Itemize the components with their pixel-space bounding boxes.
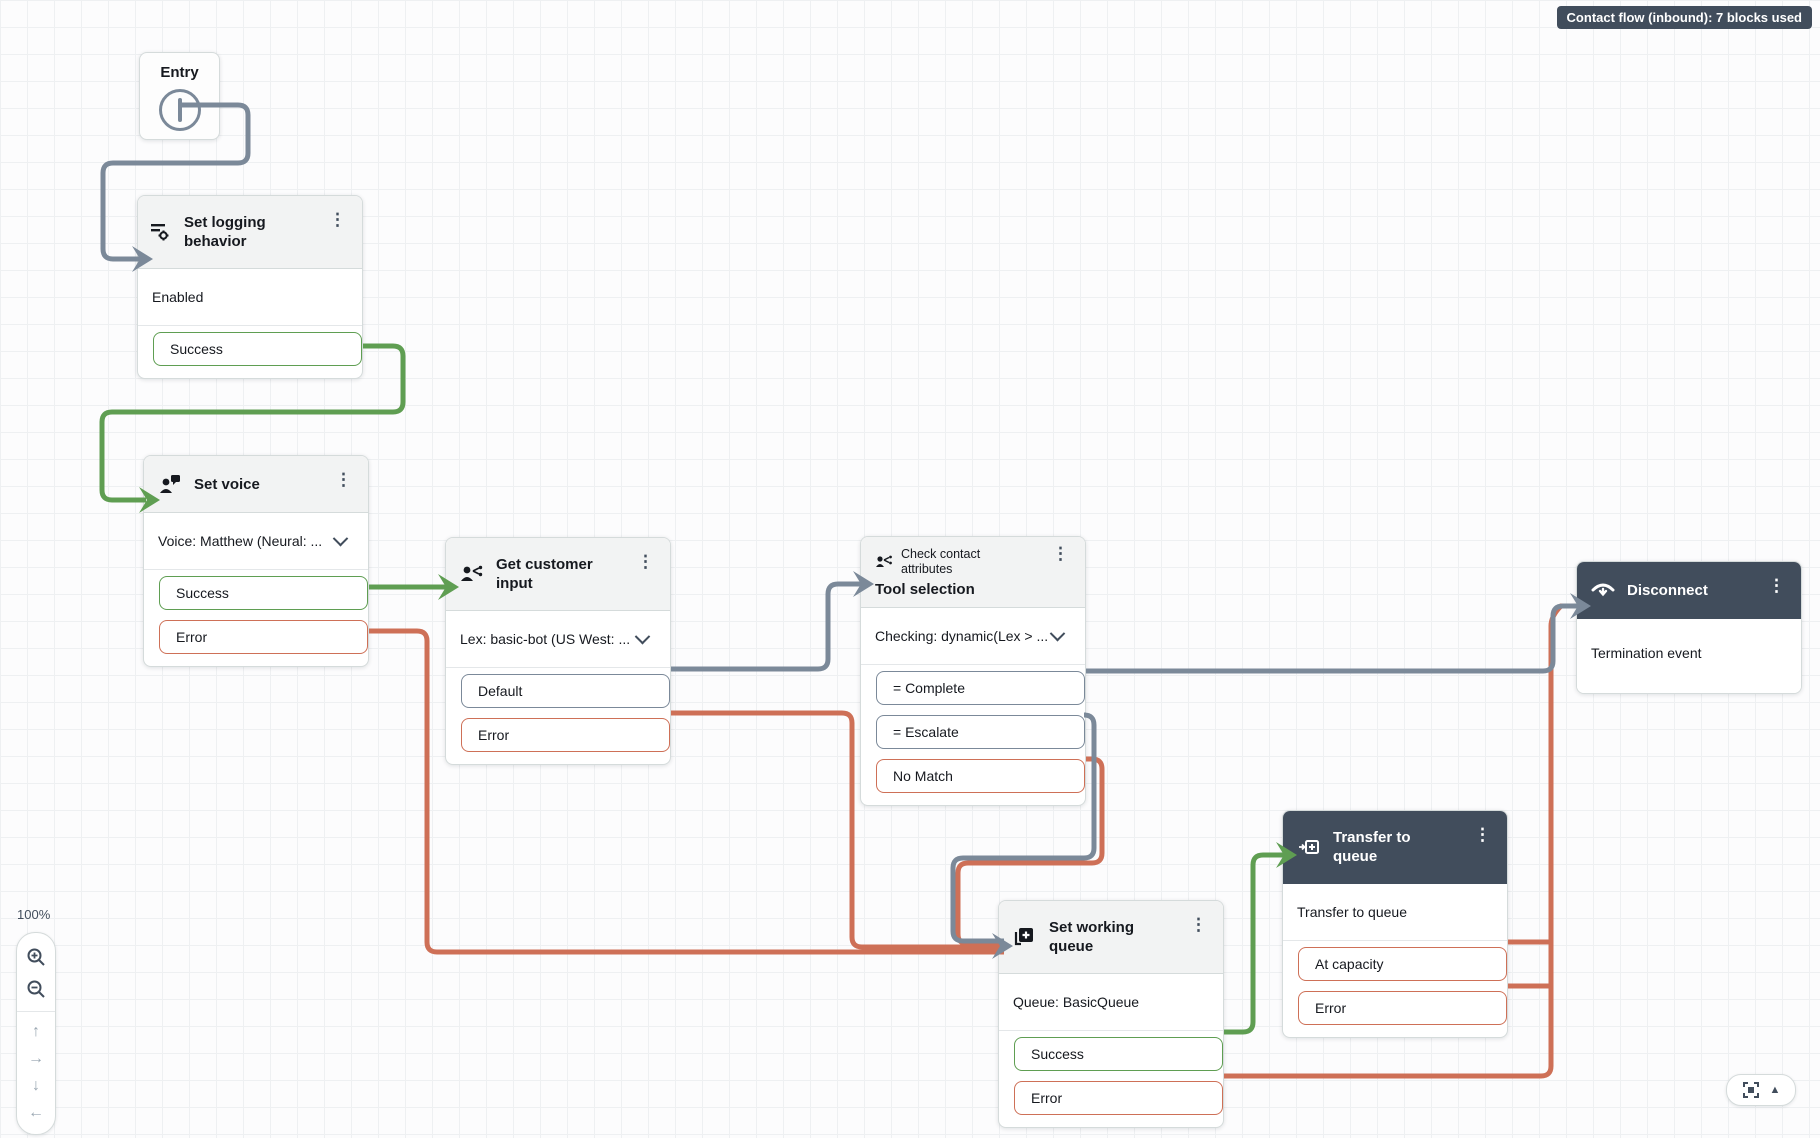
port-success[interactable]: Success	[1014, 1037, 1223, 1071]
port-label: Success	[176, 585, 229, 601]
port-label: Success	[1031, 1046, 1084, 1062]
port-at-capacity[interactable]: At capacity	[1298, 947, 1507, 981]
port-escalate[interactable]: = Escalate	[876, 715, 1085, 749]
set-logging-behavior-icon	[148, 221, 172, 243]
port-error[interactable]: Error	[159, 620, 368, 654]
port-label: Default	[478, 683, 523, 699]
port-label: = Escalate	[893, 724, 959, 740]
canvas-controls: ↑ → ↓ ←	[16, 932, 56, 1135]
port-no-match[interactable]: No Match	[876, 759, 1085, 793]
node-disconnect[interactable]: Disconnect ⋮ Termination event	[1576, 561, 1802, 694]
voice-selector-value: Voice: Matthew (Neural: ...	[158, 533, 323, 549]
port-label: Error	[1315, 1000, 1347, 1016]
lex-bot-selector[interactable]: Lex: basic-bot (US West: ...	[446, 611, 670, 668]
node-title: Set logging behavior	[184, 214, 266, 250]
chevron-down-icon	[634, 628, 651, 644]
node-title: Disconnect	[1627, 581, 1708, 599]
get-customer-input-icon	[460, 563, 484, 585]
zoom-in-button[interactable]	[17, 941, 55, 973]
controls-divider	[17, 1011, 55, 1012]
voice-selector[interactable]: Voice: Matthew (Neural: ...	[144, 513, 368, 570]
check-contact-attributes-icon	[875, 554, 893, 570]
port-success[interactable]: Success	[159, 576, 368, 610]
attribute-selector-value: Checking: dynamic(Lex > ...	[875, 628, 1049, 644]
node-set-voice[interactable]: Set voice ⋮ Voice: Matthew (Neural: ... …	[143, 455, 369, 667]
port-label: Error	[1031, 1090, 1063, 1106]
port-label: No Match	[893, 768, 953, 784]
pan-down-button[interactable]: ↓	[17, 1072, 55, 1099]
port-label: Error	[478, 727, 510, 743]
fit-to-screen-button[interactable]	[1742, 1081, 1760, 1099]
pan-right-button[interactable]: →	[17, 1045, 55, 1072]
port-complete[interactable]: = Complete	[876, 671, 1085, 705]
termination-event-text: Termination event	[1577, 619, 1801, 693]
node-title: Tool selection	[875, 581, 975, 598]
disconnect-icon	[1591, 579, 1615, 601]
node-title: Get customer input	[496, 556, 593, 592]
node-title: Set voice	[194, 475, 260, 493]
logging-status-text: Enabled	[138, 269, 362, 326]
queue-name-text: Queue: BasicQueue	[999, 974, 1223, 1031]
kebab-menu-icon[interactable]: ⋮	[329, 471, 358, 488]
port-label: Success	[170, 341, 223, 357]
node-title: Transfer to queue	[1333, 829, 1411, 865]
entry-port-bar	[177, 98, 182, 122]
port-error[interactable]: Error	[461, 718, 670, 752]
chevron-down-icon	[1049, 625, 1066, 641]
pan-up-button[interactable]: ↑	[17, 1018, 55, 1045]
entry-output-port[interactable]	[158, 89, 201, 131]
port-error[interactable]: Error	[1298, 991, 1507, 1025]
node-title: Entry	[160, 64, 199, 81]
node-set-logging-behavior[interactable]: Set logging behavior ⋮ Enabled Success	[137, 195, 363, 379]
port-label: At capacity	[1315, 956, 1384, 972]
port-label: = Complete	[893, 680, 965, 696]
node-transfer-to-queue[interactable]: Transfer to queue ⋮ Transfer to queue At…	[1282, 810, 1508, 1038]
flow-info-badge: Contact flow (inbound): 7 blocks used	[1556, 6, 1812, 29]
zoom-out-button[interactable]	[17, 973, 55, 1005]
kebab-menu-icon[interactable]: ⋮	[1046, 545, 1075, 562]
zoom-level-label: 100%	[17, 907, 51, 922]
node-title: Set working queue	[1049, 919, 1135, 955]
chevron-down-icon	[332, 530, 349, 546]
node-get-customer-input[interactable]: Get customer input ⋮ Lex: basic-bot (US …	[445, 537, 671, 765]
port-error[interactable]: Error	[1014, 1081, 1223, 1115]
set-voice-icon	[158, 473, 182, 495]
kebab-menu-icon[interactable]: ⋮	[1762, 577, 1791, 594]
attribute-selector[interactable]: Checking: dynamic(Lex > ...	[861, 608, 1085, 665]
kebab-menu-icon[interactable]: ⋮	[631, 553, 660, 570]
node-entry[interactable]: Entry	[139, 52, 220, 140]
lex-bot-selector-value: Lex: basic-bot (US West: ...	[460, 631, 631, 647]
collapse-panel-button[interactable]: ▲	[1769, 1084, 1781, 1096]
node-category: Check contact attributes	[901, 547, 981, 576]
kebab-menu-icon[interactable]: ⋮	[323, 211, 352, 228]
kebab-menu-icon[interactable]: ⋮	[1184, 916, 1213, 933]
port-label: Error	[176, 629, 208, 645]
port-default[interactable]: Default	[461, 674, 670, 708]
set-working-queue-icon	[1013, 926, 1037, 948]
kebab-menu-icon[interactable]: ⋮	[1468, 826, 1497, 843]
node-check-contact-attributes[interactable]: Check contact attributes Tool selection …	[860, 536, 1086, 806]
pan-left-button[interactable]: ←	[17, 1099, 55, 1126]
port-success[interactable]: Success	[153, 332, 362, 366]
transfer-to-queue-text: Transfer to queue	[1283, 884, 1507, 941]
bottom-right-controls: ▲	[1726, 1074, 1796, 1106]
node-set-working-queue[interactable]: Set working queue ⋮ Queue: BasicQueue Su…	[998, 900, 1224, 1128]
transfer-to-queue-icon	[1297, 836, 1321, 858]
